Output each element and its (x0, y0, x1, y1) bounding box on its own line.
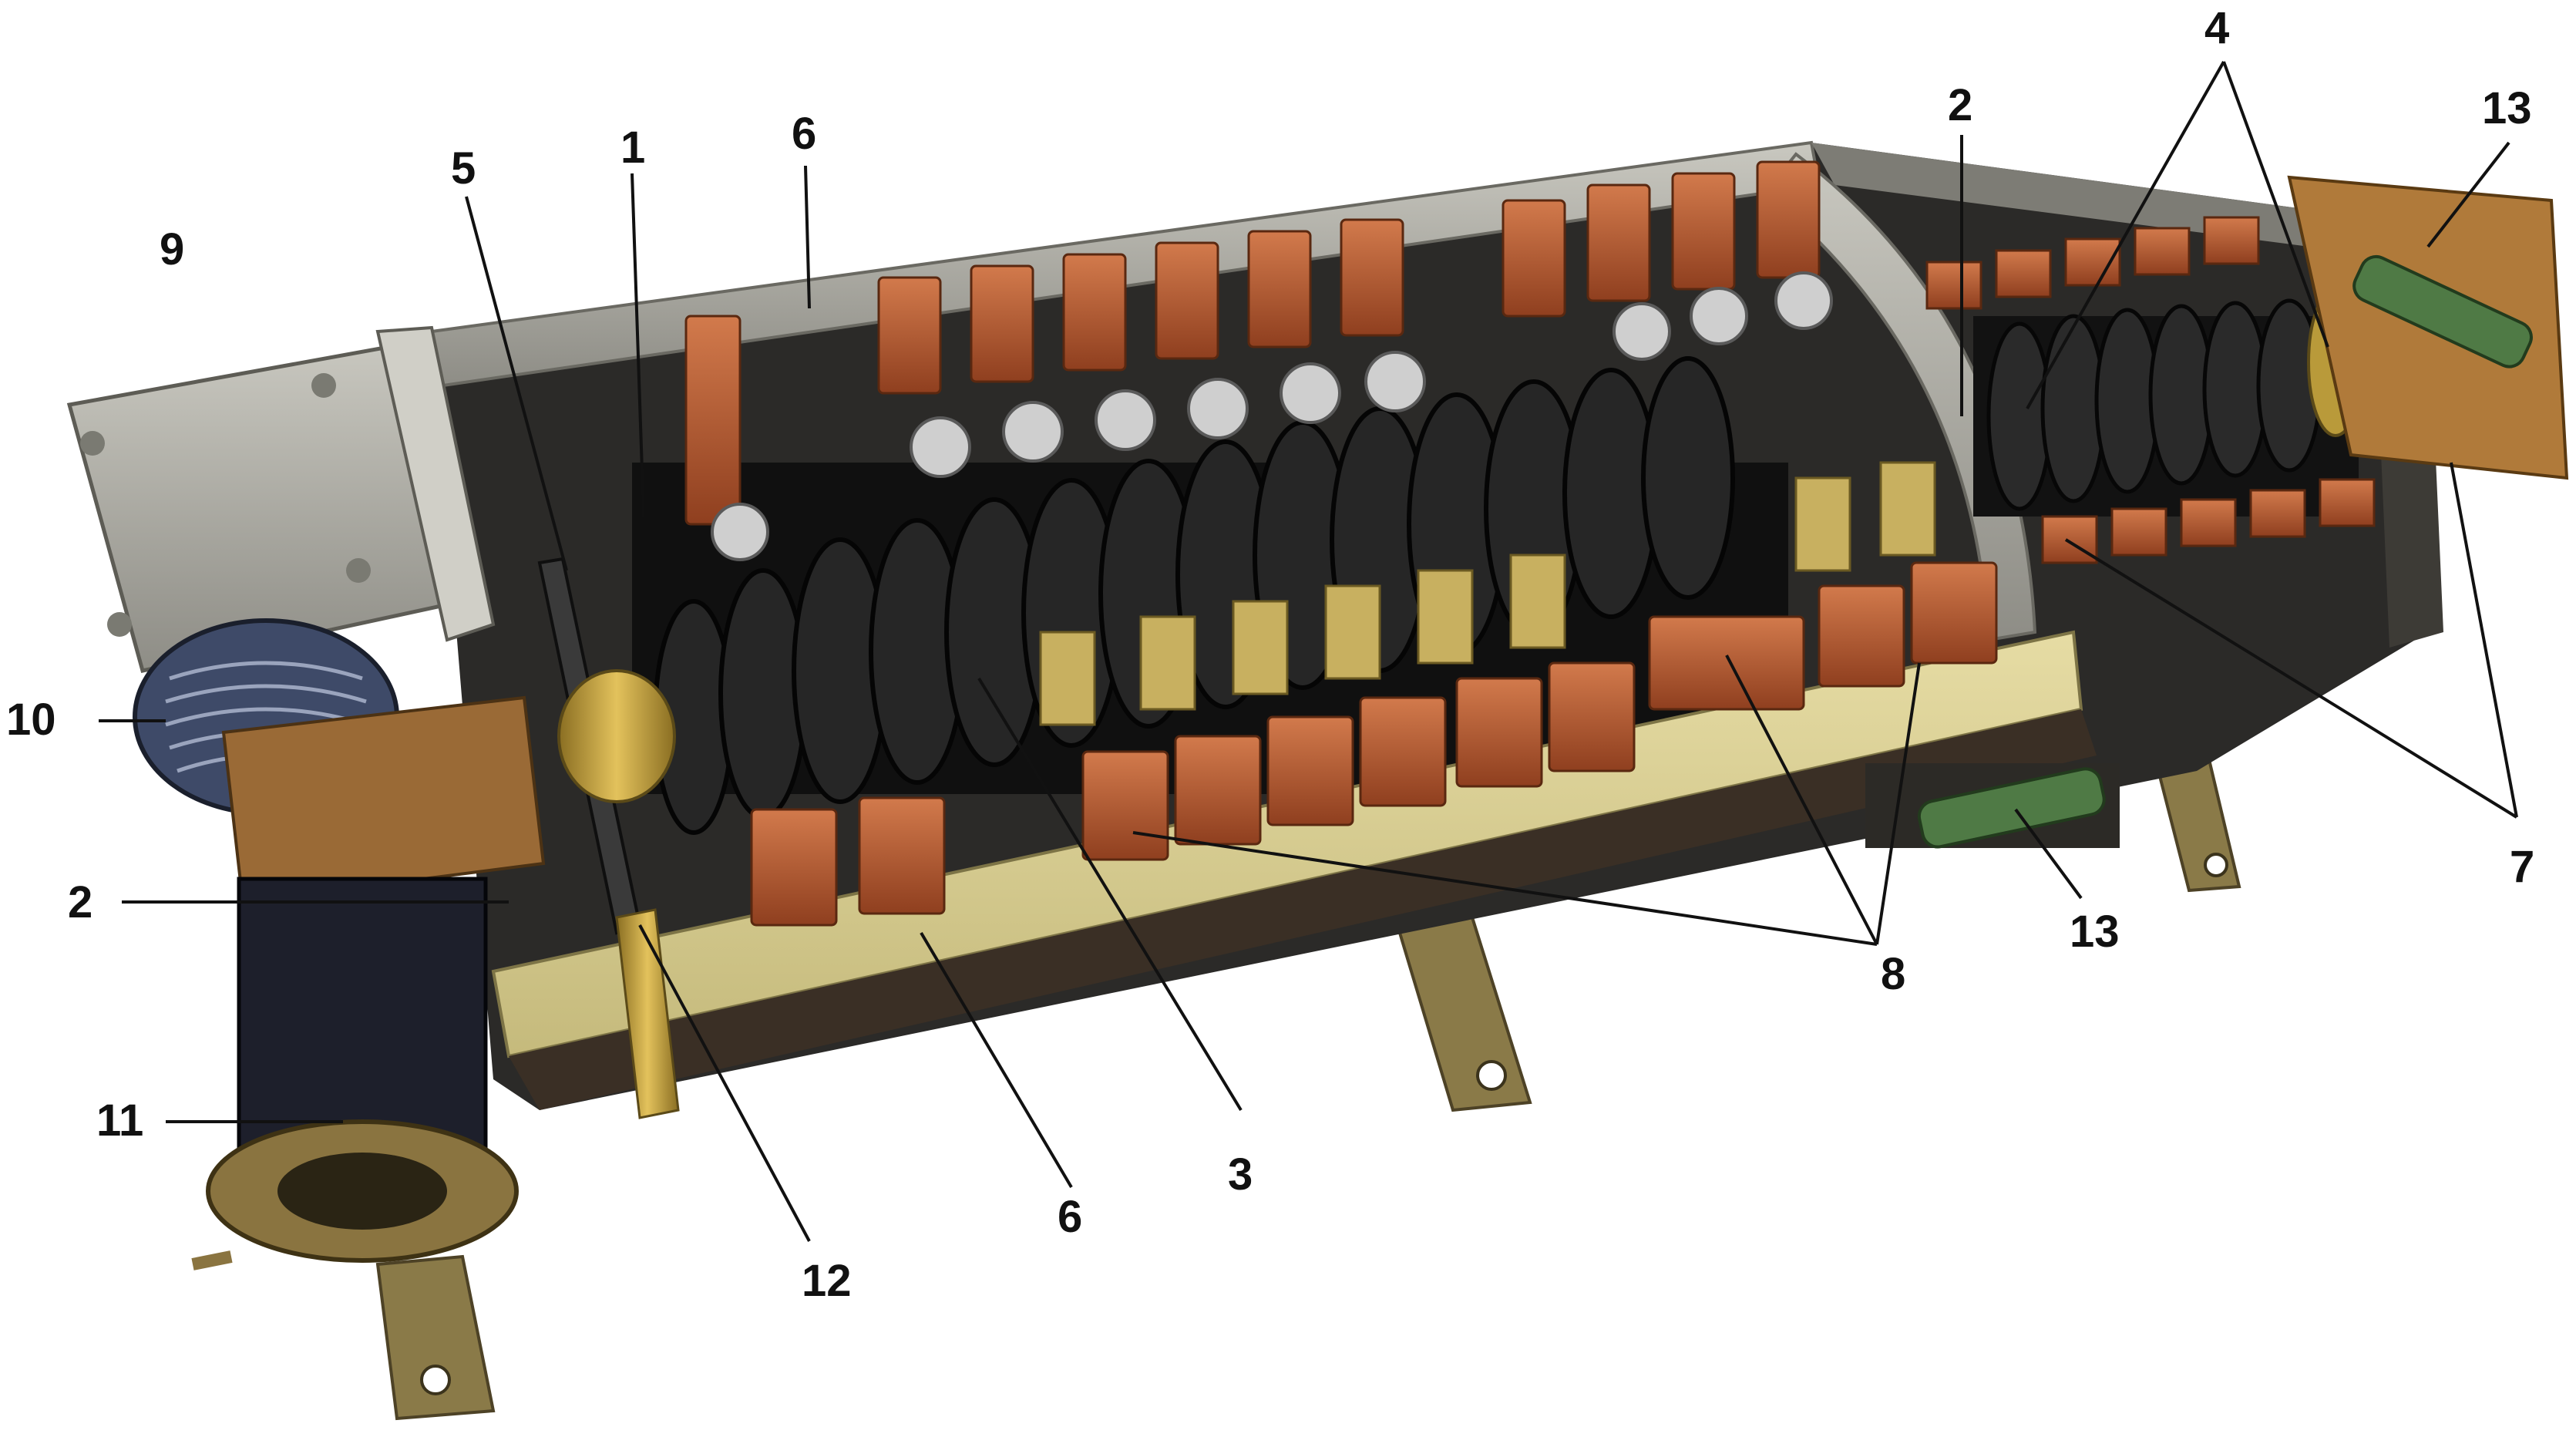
callout-label-9: 9 (160, 224, 185, 274)
insulating-bar (491, 630, 2097, 1110)
mounting-feet (375, 739, 2241, 1421)
callout-label-8: 8 (1881, 949, 1906, 999)
callout-label-6-top: 6 (792, 109, 817, 159)
callout-label-13-bottom: 13 (2070, 907, 2120, 957)
callout-label-7: 7 (2510, 842, 2535, 892)
gearbox-housing (66, 325, 496, 673)
lower-contactor-row (750, 461, 1998, 927)
callout-label-2-top: 2 (1948, 80, 1973, 130)
callout-label-6-bottom: 6 (1058, 1192, 1083, 1242)
callout-label-3: 3 (1228, 1149, 1253, 1200)
callout-label-1: 1 (620, 123, 646, 173)
callout-label-5: 5 (451, 143, 476, 194)
terminal-board (221, 695, 546, 904)
selector-drum (191, 877, 519, 1270)
leader-lines (99, 61, 2518, 1242)
callout-label-11: 11 (96, 1095, 144, 1146)
callout-label-2-left: 2 (68, 877, 93, 927)
callout-label-4: 4 (2204, 3, 2230, 53)
callout-label-12: 12 (802, 1256, 852, 1306)
callout-label-10: 10 (6, 695, 56, 745)
gear-sector (537, 557, 680, 1119)
resistor-bottom (1865, 763, 2120, 849)
auxiliary-cam-drum (1973, 288, 2364, 517)
right-contact-rows (1925, 216, 2376, 564)
resistor-panel-top (2287, 175, 2569, 480)
callout-label-13-top: 13 (2482, 83, 2532, 133)
upper-contactor-row (684, 160, 1833, 561)
